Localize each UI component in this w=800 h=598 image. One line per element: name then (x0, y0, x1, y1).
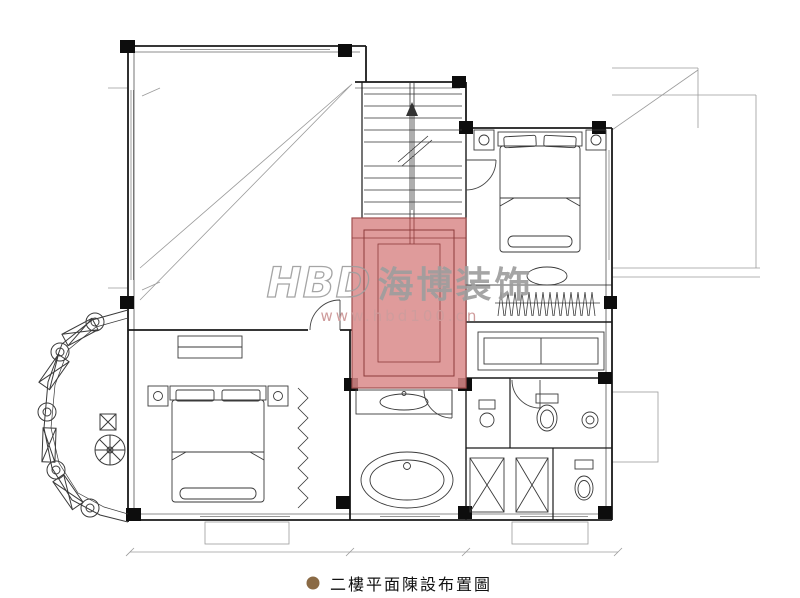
stairs (364, 82, 462, 218)
balcony (37, 309, 129, 523)
bathroom-right-fixtures (469, 393, 599, 513)
windows (130, 49, 610, 517)
stair-highlight-block (351, 217, 467, 389)
stair-highlight-fill (351, 217, 467, 389)
bedroom-lower-furniture (147, 335, 309, 509)
bathroom-center-fixtures (355, 389, 454, 509)
wall-inner-lines (133, 51, 607, 515)
wardrobe (477, 331, 605, 371)
dimension-lines (108, 67, 760, 557)
caption-text: 二樓平面陳設布置圖 (330, 575, 493, 594)
stair-direction-arrow-icon (406, 102, 418, 116)
caption: 二樓平面陳設布置圖 (306, 571, 492, 595)
closet-hangers (495, 291, 600, 317)
bedroom-upper-furniture (473, 129, 607, 286)
caption-bullet-icon (306, 576, 320, 590)
